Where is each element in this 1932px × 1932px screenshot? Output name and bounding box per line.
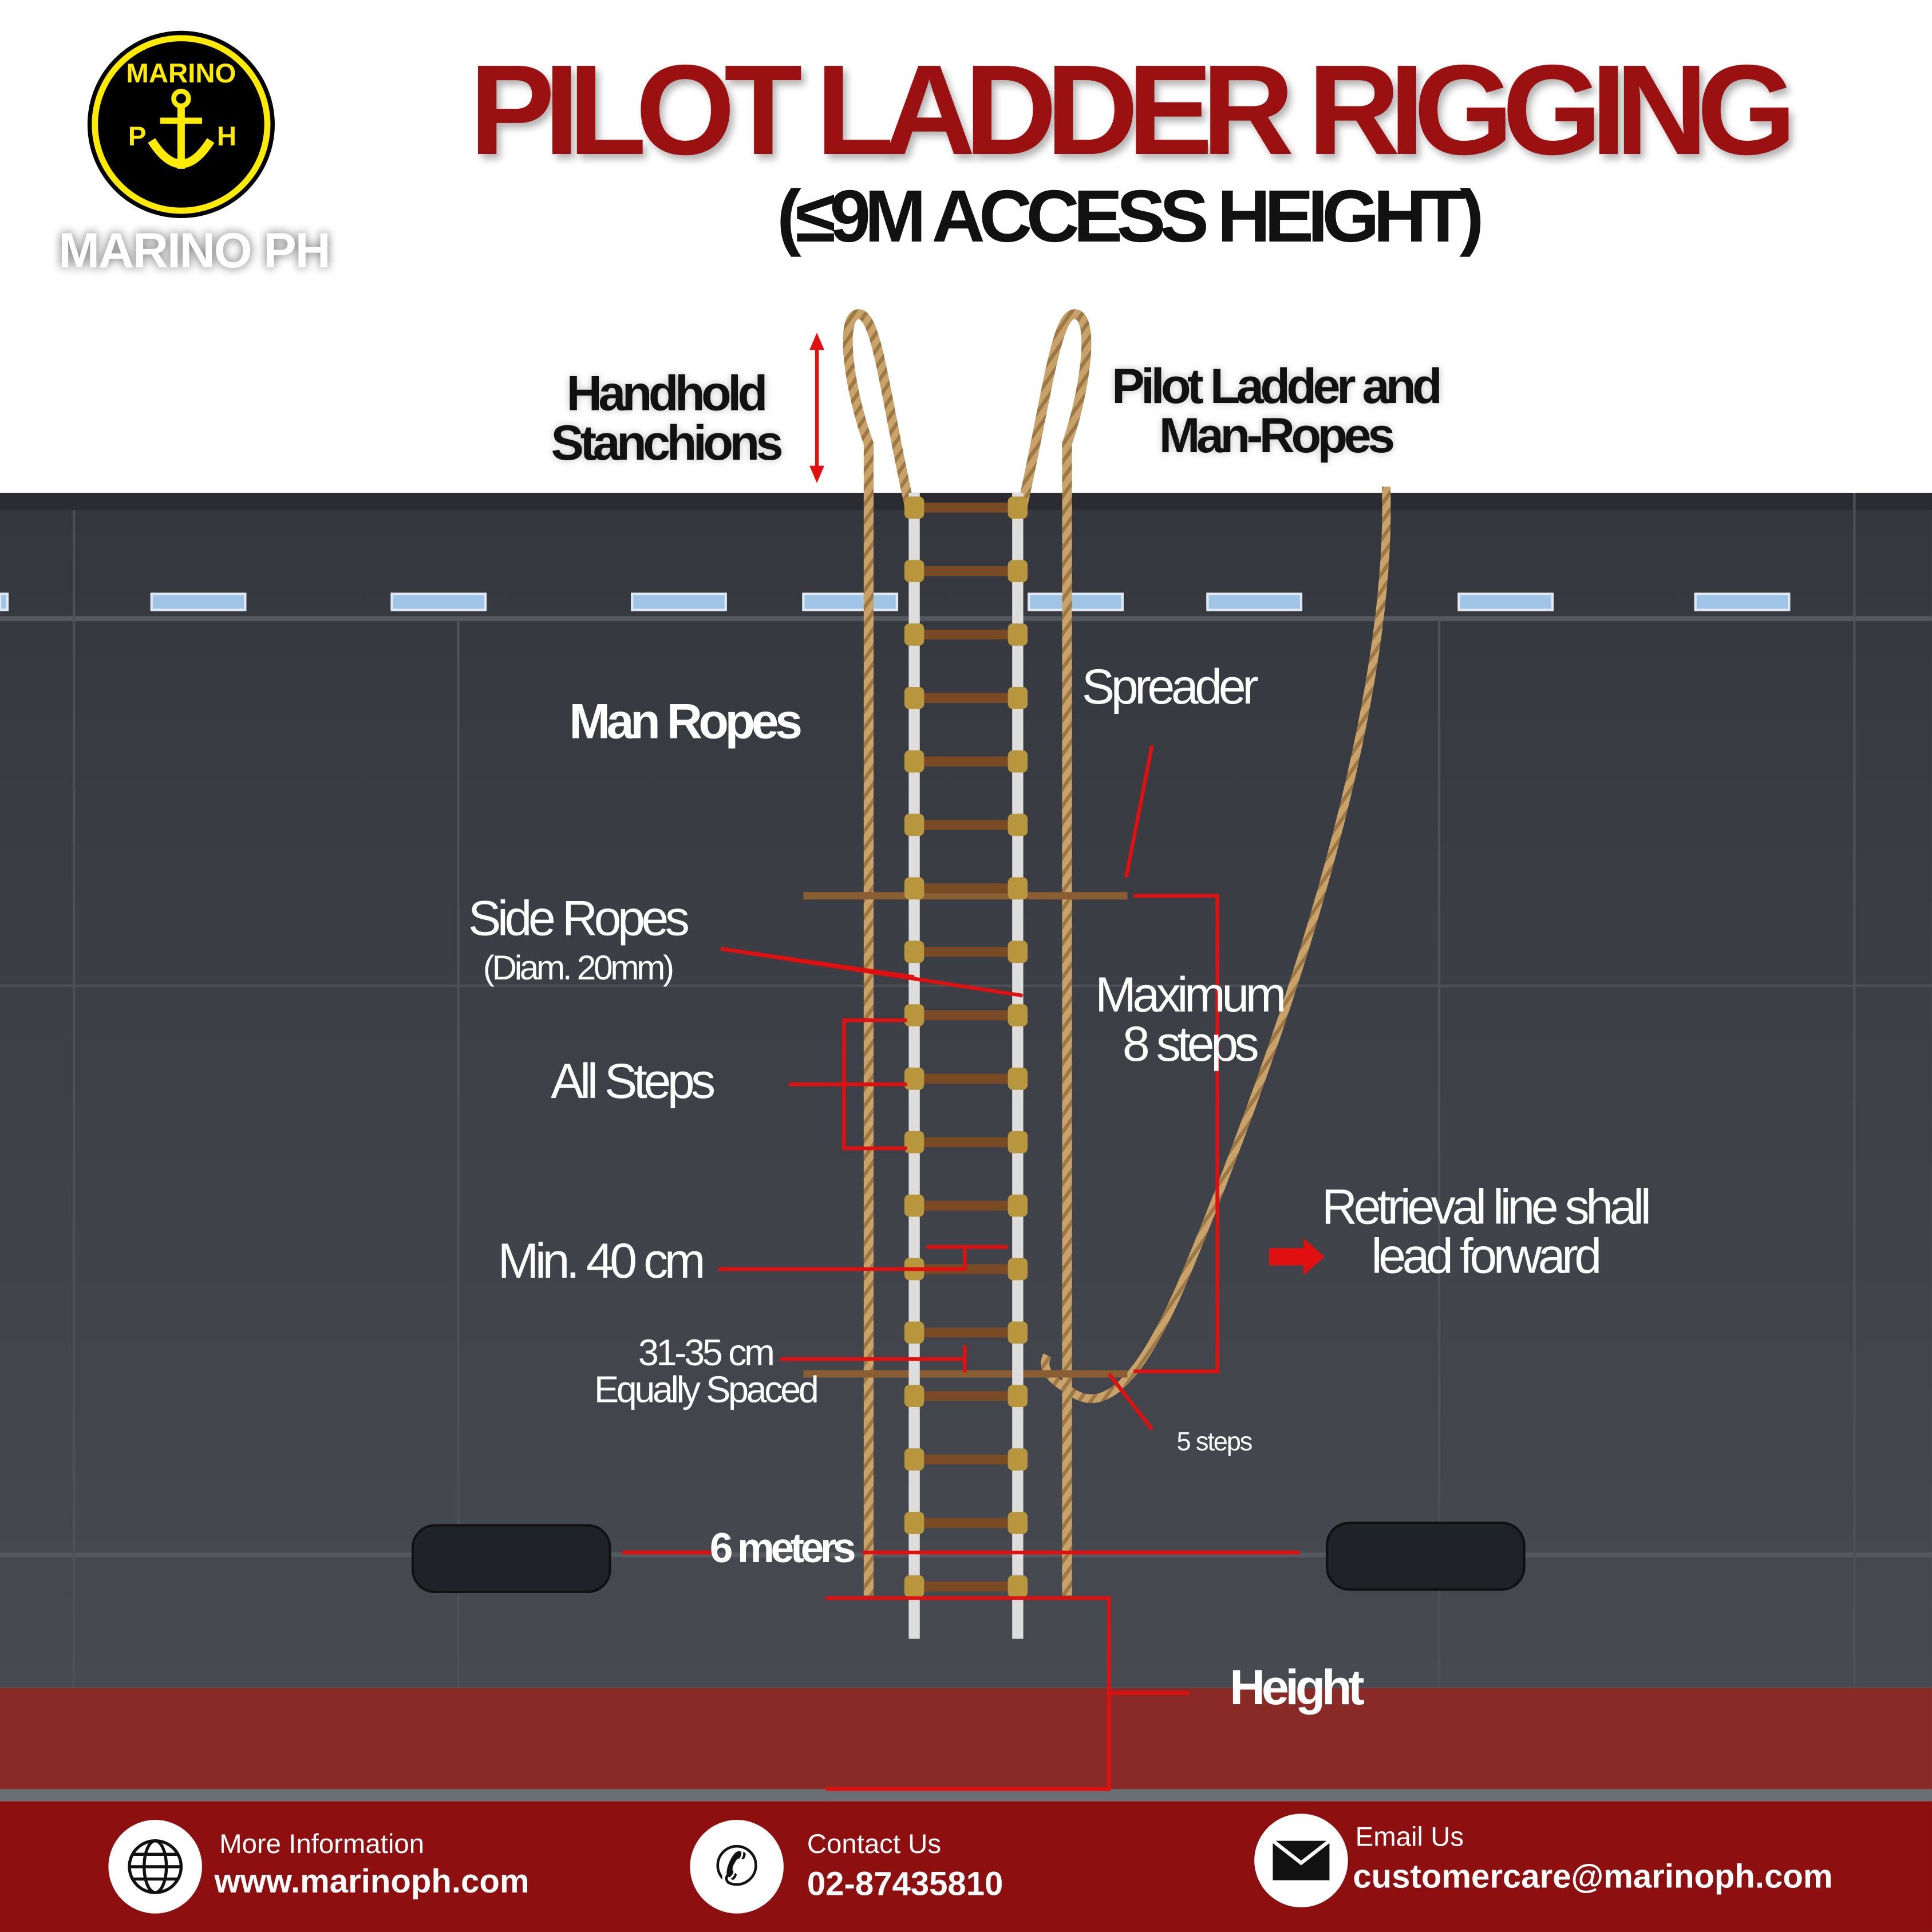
ladder-step xyxy=(914,820,1018,830)
step-chock xyxy=(904,1321,924,1344)
step-chock xyxy=(904,877,924,900)
step-chock xyxy=(904,1575,924,1598)
ladder-step xyxy=(914,566,1018,576)
step-chock xyxy=(1008,1068,1028,1090)
step-chock xyxy=(904,1131,924,1153)
step-chock xyxy=(904,686,924,709)
page-subtitle: (≤9M ACCESS HEIGHT) xyxy=(776,175,1484,258)
boot-top xyxy=(0,1688,1932,1801)
fenders xyxy=(411,1522,1526,1594)
step-chock xyxy=(904,1068,924,1090)
step-chock xyxy=(1008,1511,1028,1534)
brand-name: MARINO PH xyxy=(58,224,330,279)
ladder-step xyxy=(914,1073,1018,1084)
step-chock xyxy=(1008,941,1028,963)
step-chock xyxy=(904,1004,924,1026)
step-chock xyxy=(1008,1004,1028,1026)
label-all-steps: All Steps xyxy=(551,1054,716,1109)
step-chock xyxy=(904,496,924,519)
step-chock xyxy=(1008,560,1028,583)
retrieval-line xyxy=(1041,486,1391,1403)
step-chock xyxy=(1008,686,1028,709)
step-chock xyxy=(1008,623,1028,646)
ladder-step xyxy=(914,1454,1018,1465)
step-chock xyxy=(904,1194,924,1217)
step-chock xyxy=(904,560,924,583)
step-chock xyxy=(1008,1575,1028,1598)
step-chock xyxy=(1008,1194,1028,1217)
label-man-ropes: Man Ropes xyxy=(569,694,803,749)
ladder-step xyxy=(914,1327,1018,1338)
step-chock xyxy=(1008,813,1028,836)
ladder-step xyxy=(914,1137,1018,1147)
envelope-icon xyxy=(1254,1814,1348,1907)
man-ropes xyxy=(843,309,1092,1596)
ladder-step xyxy=(914,1391,1018,1401)
label-min-width: Min. 40 cm xyxy=(497,1234,706,1289)
step-chock xyxy=(1008,1448,1028,1471)
step-chock xyxy=(1008,496,1028,519)
ladder-step xyxy=(914,883,1018,894)
step-chock xyxy=(904,1511,924,1534)
phone-icon: ✆ xyxy=(690,1820,784,1914)
ladder-step xyxy=(914,1581,1018,1591)
svg-text:MARINO: MARINO xyxy=(126,58,236,89)
portholes xyxy=(0,592,1791,611)
phone-label: Contact Us xyxy=(807,1828,942,1859)
label-height: Height xyxy=(1230,1661,1365,1716)
email-label: Email Us xyxy=(1355,1821,1464,1852)
step-chock xyxy=(904,750,924,773)
step-chock xyxy=(1008,877,1028,900)
annotation-arrows xyxy=(622,338,1300,1791)
ladder-step xyxy=(914,756,1018,767)
ladder-step xyxy=(914,1200,1018,1211)
website-link[interactable]: www.marinoph.com xyxy=(214,1863,530,1901)
step-chock xyxy=(1008,1321,1028,1344)
spreaders xyxy=(803,892,1128,1378)
label-side-ropes-diameter: (Diam. 20mm) xyxy=(483,949,674,987)
step-chock xyxy=(904,813,924,836)
email-link[interactable]: customercare@marinoph.com xyxy=(1353,1858,1833,1895)
step-chock xyxy=(904,1448,924,1471)
step-chock xyxy=(904,941,924,963)
svg-text:H: H xyxy=(217,121,236,152)
marino-ph-logo: MARINO P H xyxy=(87,30,275,218)
ladder-step xyxy=(914,1518,1018,1528)
svg-text:P: P xyxy=(128,121,147,152)
label-side-ropes: Side Ropes xyxy=(468,892,690,947)
ladder-step xyxy=(914,503,1018,513)
step-chock xyxy=(904,1385,924,1408)
step-chock xyxy=(1008,750,1028,773)
ladder-step xyxy=(914,947,1018,957)
step-chock xyxy=(1008,1258,1028,1281)
step-chock xyxy=(1008,1385,1028,1408)
ladder-step xyxy=(914,693,1018,703)
globe-icon xyxy=(108,1820,202,1914)
ladder-step xyxy=(914,629,1018,640)
footer: More Information www.marinoph.com ✆ Cont… xyxy=(0,1801,1932,1932)
step-chock xyxy=(1008,1131,1028,1153)
label-spreader: Spreader xyxy=(1081,660,1259,715)
phone-link[interactable]: 02-87435810 xyxy=(807,1865,1003,1903)
step-chock xyxy=(904,623,924,646)
label-six-meters: 6 meters xyxy=(709,1525,856,1573)
label-five-steps: 5 steps xyxy=(1176,1428,1253,1457)
pilot-ladder xyxy=(904,492,1028,1639)
ladder-step xyxy=(914,1010,1018,1021)
hull xyxy=(0,492,1932,1688)
page-title: PILOT LADDER RIGGING xyxy=(469,39,1796,183)
website-label: More Information xyxy=(219,1828,425,1859)
